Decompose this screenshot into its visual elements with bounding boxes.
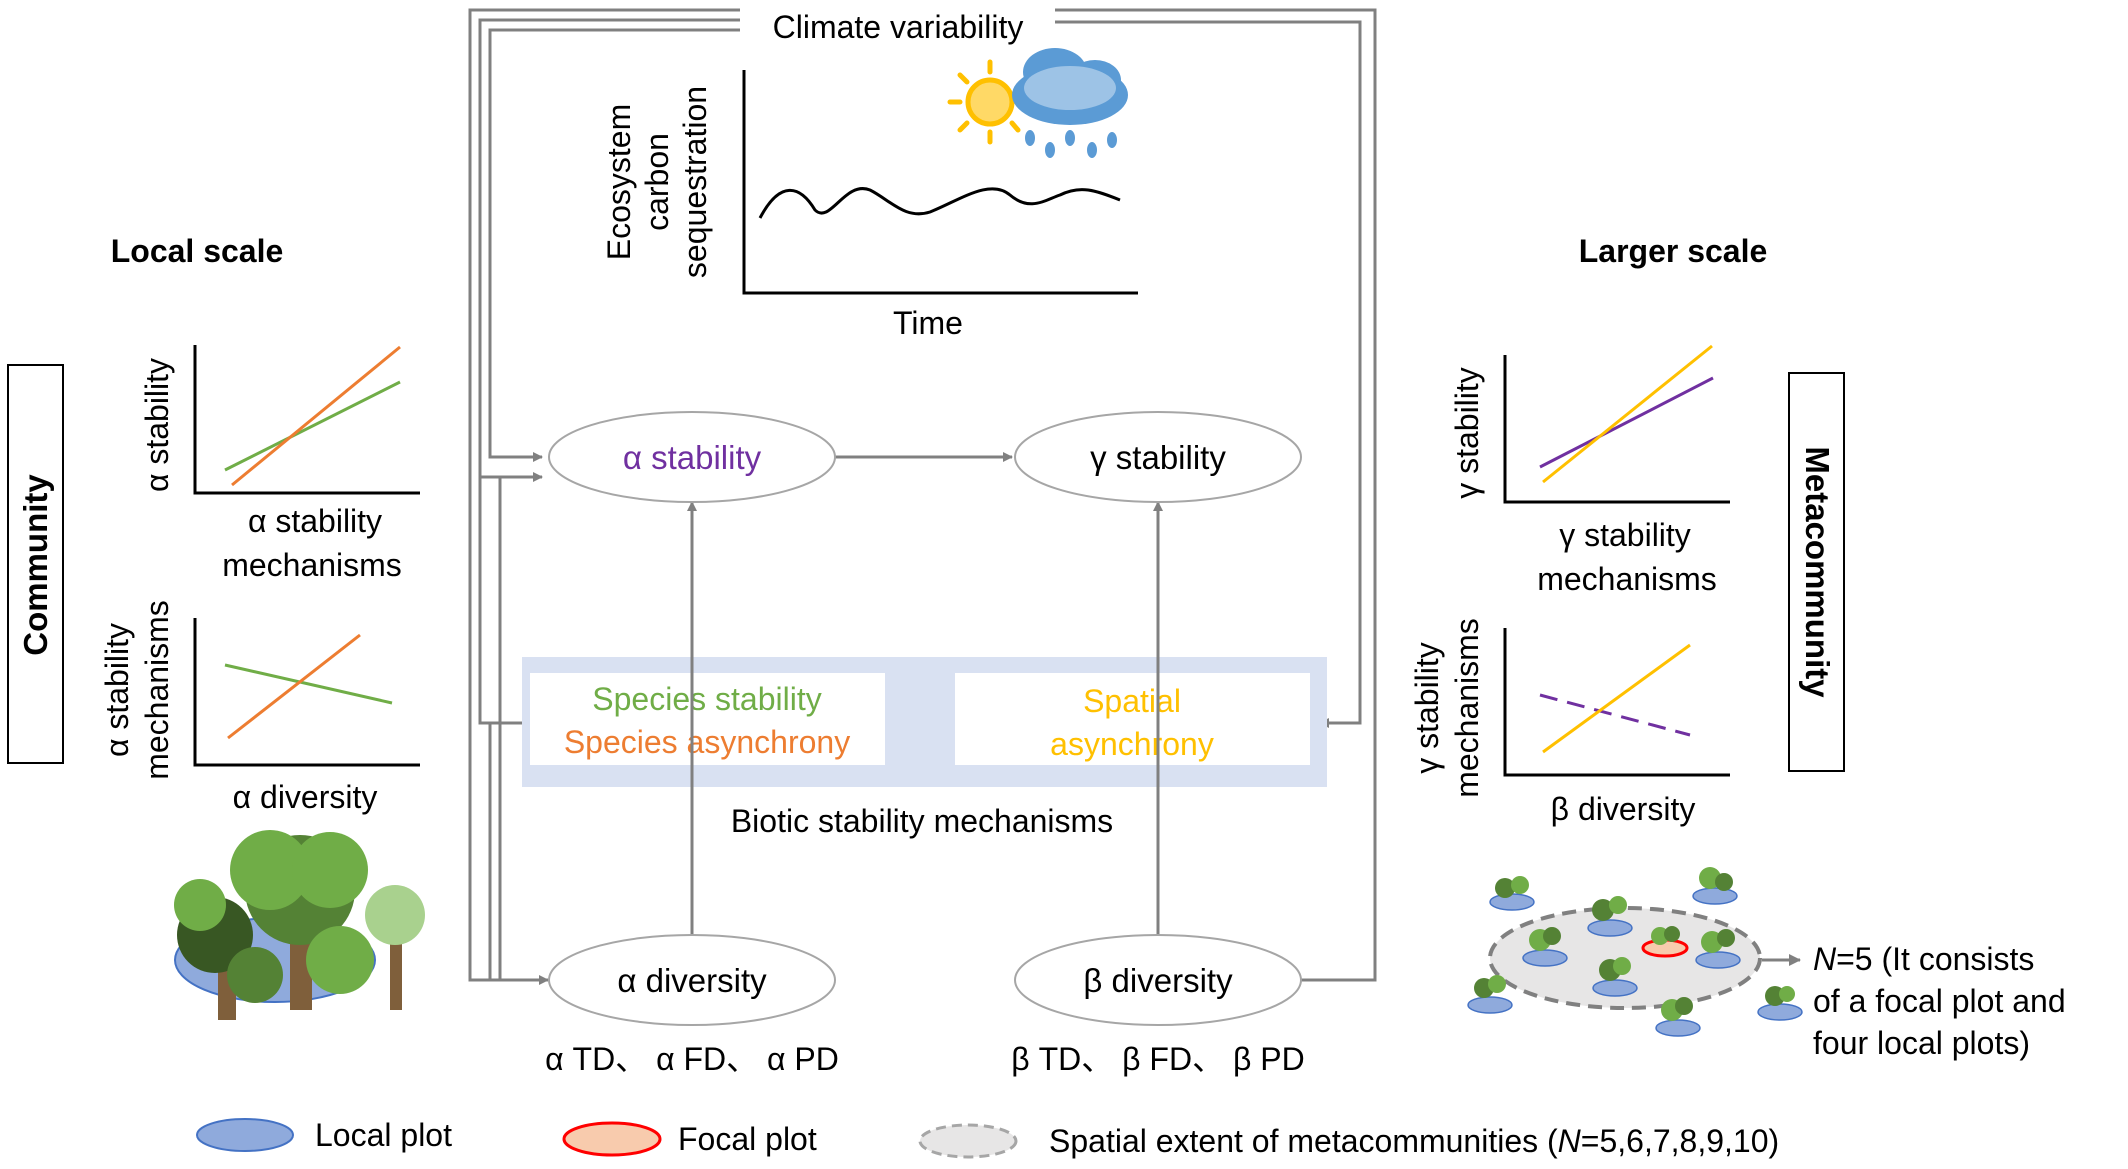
community-label: Community <box>17 474 54 656</box>
ylabel-line-2: mechanisms <box>139 600 175 780</box>
ylabel-line-1: Ecosystem <box>601 104 637 260</box>
species-mechanism-box <box>530 673 885 765</box>
metacommunity-icon <box>1467 867 1803 1037</box>
larger-plot-top: γ stability γ stability mechanisms <box>1449 344 1730 597</box>
flow-arrows <box>687 452 1163 935</box>
legend-focal-plot-label: Focal plot <box>678 1121 817 1157</box>
node-beta-diversity: β diversity <box>1014 934 1302 1026</box>
legend-local-plot-label: Local plot <box>315 1117 452 1153</box>
metacommunity-note-line-1: N=5 (It consists <box>1813 941 2034 977</box>
alpha-diversity-types: α TD、 α FD、 α PD <box>545 1041 839 1077</box>
extent-prefix: Spatial extent of metacommunities ( <box>1049 1123 1558 1159</box>
asynchrony-label: asynchrony <box>1050 726 1214 762</box>
node-alpha-diversity: α diversity <box>548 934 836 1026</box>
n-symbol: N <box>1813 941 1837 977</box>
climate-inset-plot: Ecosystem carbon sequestration Time <box>601 70 1138 341</box>
green-line <box>224 663 393 705</box>
alpha-diversity-label: α diversity <box>617 962 767 999</box>
species-asynchrony-label: Species asynchrony <box>564 724 850 760</box>
green-line <box>224 380 401 472</box>
climate-arrows <box>468 8 1377 985</box>
yellow-line <box>1542 643 1691 754</box>
biotic-mechanisms-caption: Biotic stability mechanisms <box>731 803 1113 839</box>
beta-diversity-label: β diversity <box>1083 962 1233 999</box>
metacommunity-box <box>1788 372 1845 772</box>
community-box <box>7 364 64 764</box>
sun-cloud-icon <box>947 48 1128 158</box>
metacommunity-label: Metacommunity <box>1799 446 1836 698</box>
time-label: Time <box>893 305 963 341</box>
legend: Local plot Focal plot Spatial extent of … <box>196 1117 1779 1159</box>
xlabel-line-2: mechanisms <box>1537 561 1717 597</box>
metacommunity-note-line-3: four local plots) <box>1813 1025 2030 1061</box>
extent-suffix: =5,6,7,8,9,10) <box>1581 1123 1779 1159</box>
xlabel-line-1: α stability <box>248 503 382 539</box>
gamma-stability-label: γ stability <box>1090 439 1226 476</box>
carbon-sequestration-line <box>758 187 1121 219</box>
ylabel-line-2: mechanisms <box>1449 618 1485 798</box>
xlabel-line-2: mechanisms <box>222 547 402 583</box>
local-plot-bottom: α stability mechanisms α diversity <box>99 600 420 815</box>
climate-variability-label: Climate variability <box>773 9 1024 45</box>
local-plot-top: α stability α stability mechanisms <box>139 345 420 583</box>
orange-line <box>231 345 401 487</box>
tree-cluster-icons <box>1474 867 1795 1021</box>
spatial-label: Spatial <box>1083 683 1181 719</box>
extent-n: N <box>1558 1123 1582 1159</box>
ylabel-line-2: carbon <box>639 133 675 231</box>
local-scale-heading: Local scale <box>111 233 284 269</box>
raindrop-icons <box>1025 130 1117 158</box>
yellow-line <box>1542 344 1713 484</box>
cloud-icon <box>1012 48 1128 125</box>
metacommunity-note-line-2: of a focal plot and <box>1813 983 2066 1019</box>
purple-dashed-line <box>1539 693 1691 737</box>
ylabel-line-1: α stability <box>99 623 135 757</box>
legend-focal-plot-swatch <box>562 1121 662 1157</box>
sun-icon <box>947 59 1021 145</box>
larger-scale-heading: Larger scale <box>1579 233 1768 269</box>
xlabel: α diversity <box>233 779 378 815</box>
xlabel-line-1: γ stability <box>1559 517 1691 553</box>
ylabel: α stability <box>139 358 175 492</box>
local-forest-icon <box>174 830 425 1020</box>
alpha-stability-label: α stability <box>623 439 762 476</box>
ylabel-line-1: γ stability <box>1409 642 1445 774</box>
ylabel: γ stability <box>1449 367 1485 499</box>
local-plot-icons <box>1467 887 1803 1037</box>
spatial-mechanism-box <box>955 673 1310 765</box>
legend-spatial-extent-label: Spatial extent of metacommunities (N=5,6… <box>1049 1123 1779 1159</box>
legend-spatial-extent-swatch <box>918 1123 1018 1159</box>
ylabel-line-3: sequestration <box>677 86 713 278</box>
note-text-1: =5 (It consists <box>1836 941 2034 977</box>
beta-diversity-types: β TD、 β FD、 β PD <box>1011 1041 1304 1077</box>
species-stability-label: Species stability <box>592 681 821 717</box>
legend-local-plot-swatch <box>196 1118 294 1152</box>
larger-plot-bottom: γ stability mechanisms β diversity <box>1409 618 1730 827</box>
orange-line <box>227 633 361 740</box>
purple-line <box>1539 376 1714 469</box>
xlabel: β diversity <box>1551 791 1696 827</box>
node-gamma-stability: γ stability <box>1014 411 1302 503</box>
node-alpha-stability: α stability <box>548 411 836 503</box>
